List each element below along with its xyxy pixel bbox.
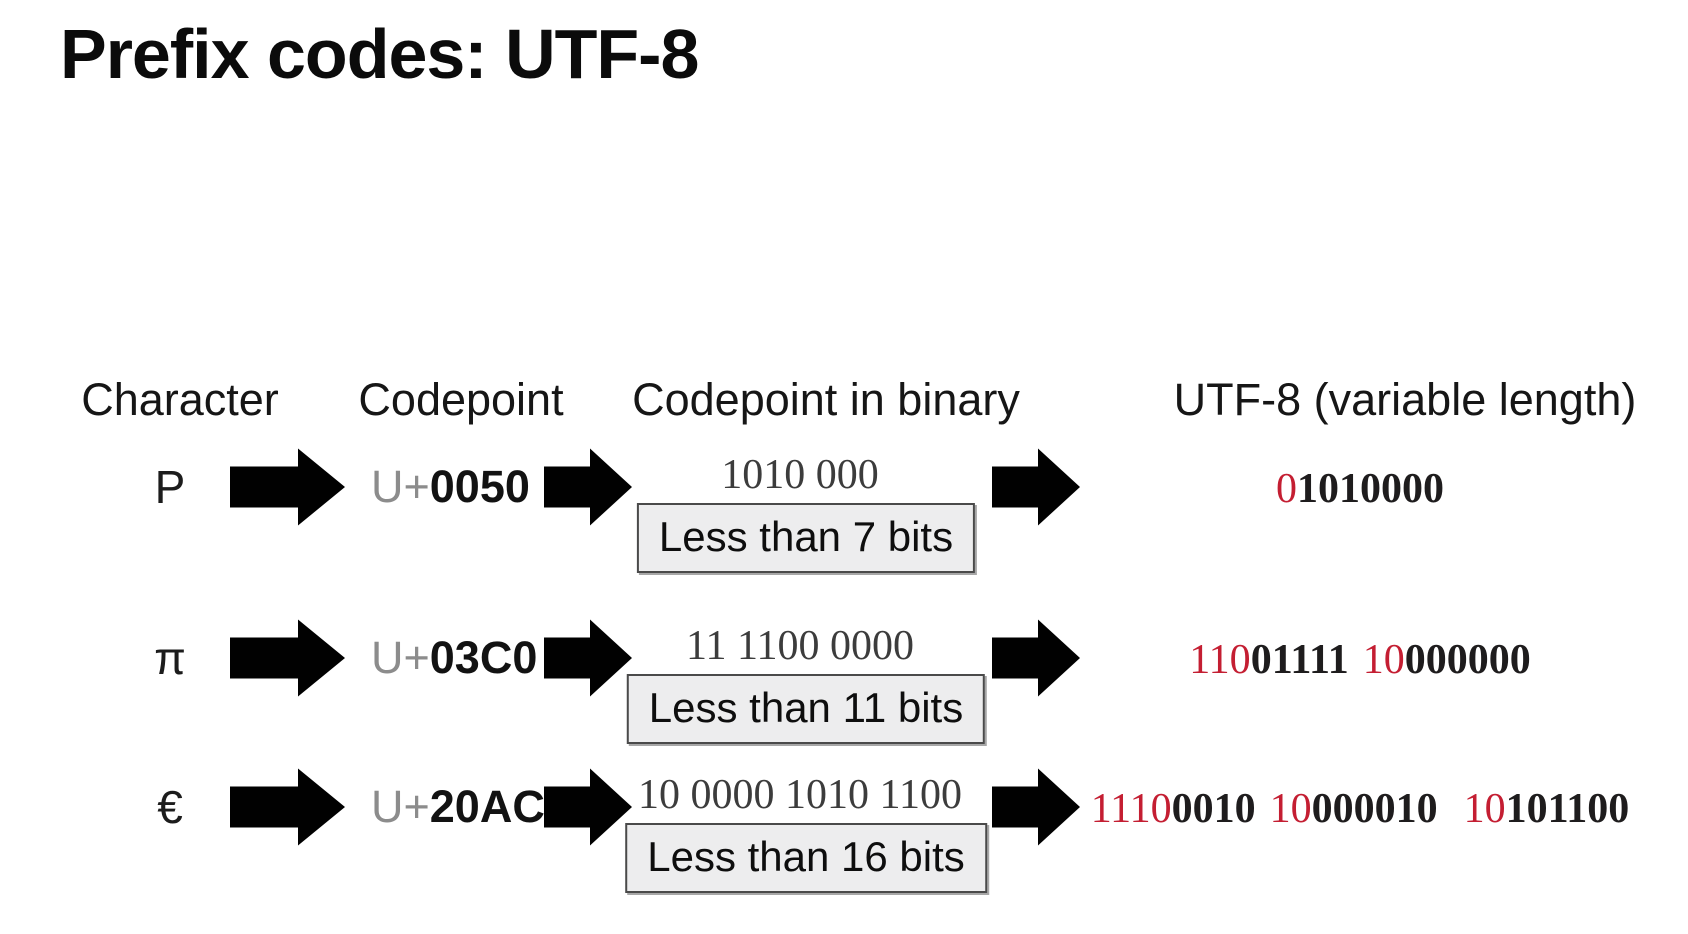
utf8-payload-bits: 1010000 — [1297, 466, 1444, 512]
codepoint-hex: 0050 — [429, 461, 530, 512]
column-header-codepoint-binary: Codepoint in binary — [632, 374, 1020, 425]
arrow-right-icon — [992, 768, 1080, 846]
codepoint-hex: 20AC — [429, 781, 545, 832]
utf8-byte: 10000000 — [1363, 637, 1531, 683]
arrow-right-icon — [544, 619, 632, 697]
arrow-right-icon — [230, 768, 345, 846]
character-glyph: P — [154, 461, 186, 513]
utf8-byte: 11100010 — [1091, 786, 1256, 832]
character-glyph: π — [154, 632, 186, 684]
utf8-byte: 01010000 — [1276, 466, 1444, 512]
codepoint-binary: 11 1100 0000 — [686, 623, 914, 669]
arrow-right-icon — [544, 448, 632, 526]
utf8-encoding: 11001111 10000000 — [1189, 636, 1531, 684]
arrow-right-icon — [992, 448, 1080, 526]
codepoint-prefix: U+ — [371, 632, 430, 683]
utf8-byte: 11001111 — [1189, 637, 1349, 683]
utf8-prefix-bits: 10 — [1362, 637, 1405, 683]
utf8-payload-bits: 000000 — [1404, 637, 1531, 683]
arrow-right-icon — [230, 619, 345, 697]
codepoint-prefix: U+ — [371, 461, 430, 512]
codepoint-value: U+20AC — [371, 781, 545, 833]
utf8-encoding: 01010000 — [1276, 465, 1444, 513]
utf8-byte: 10101100 — [1464, 786, 1630, 832]
utf8-payload-bits: 01111 — [1250, 637, 1349, 683]
bit-length-note: Less than 11 bits — [626, 674, 986, 744]
codepoint-value: U+0050 — [371, 461, 530, 513]
bit-length-note: Less than 16 bits — [625, 823, 987, 893]
utf8-prefix-bits: 110 — [1189, 637, 1251, 683]
utf8-payload-bits: 101100 — [1505, 786, 1630, 832]
arrow-right-icon — [992, 619, 1080, 697]
utf8-prefix-bits: 10 — [1269, 786, 1312, 832]
codepoint-binary: 1010 000 — [721, 452, 879, 498]
arrow-right-icon — [230, 448, 345, 526]
codepoint-binary: 10 0000 1010 1100 — [638, 772, 962, 818]
utf8-prefix-bits: 10 — [1463, 786, 1506, 832]
page-title: Prefix codes: UTF-8 — [60, 15, 699, 93]
bit-length-note: Less than 7 bits — [636, 503, 976, 573]
utf8-prefix-bits: 0 — [1276, 466, 1297, 512]
column-header-utf8: UTF-8 (variable length) — [1173, 374, 1637, 425]
codepoint-value: U+03C0 — [371, 632, 537, 684]
utf8-payload-bits: 000010 — [1311, 786, 1438, 832]
column-header-character: Character — [81, 374, 279, 425]
codepoint-prefix: U+ — [371, 781, 430, 832]
utf8-prefix-bits: 1110 — [1090, 786, 1172, 832]
character-glyph: € — [157, 781, 183, 833]
utf8-payload-bits: 0010 — [1171, 786, 1256, 832]
codepoint-hex: 03C0 — [429, 632, 538, 683]
column-header-codepoint: Codepoint — [358, 374, 564, 425]
arrow-right-icon — [544, 768, 632, 846]
utf8-byte: 10000010 — [1270, 786, 1438, 832]
